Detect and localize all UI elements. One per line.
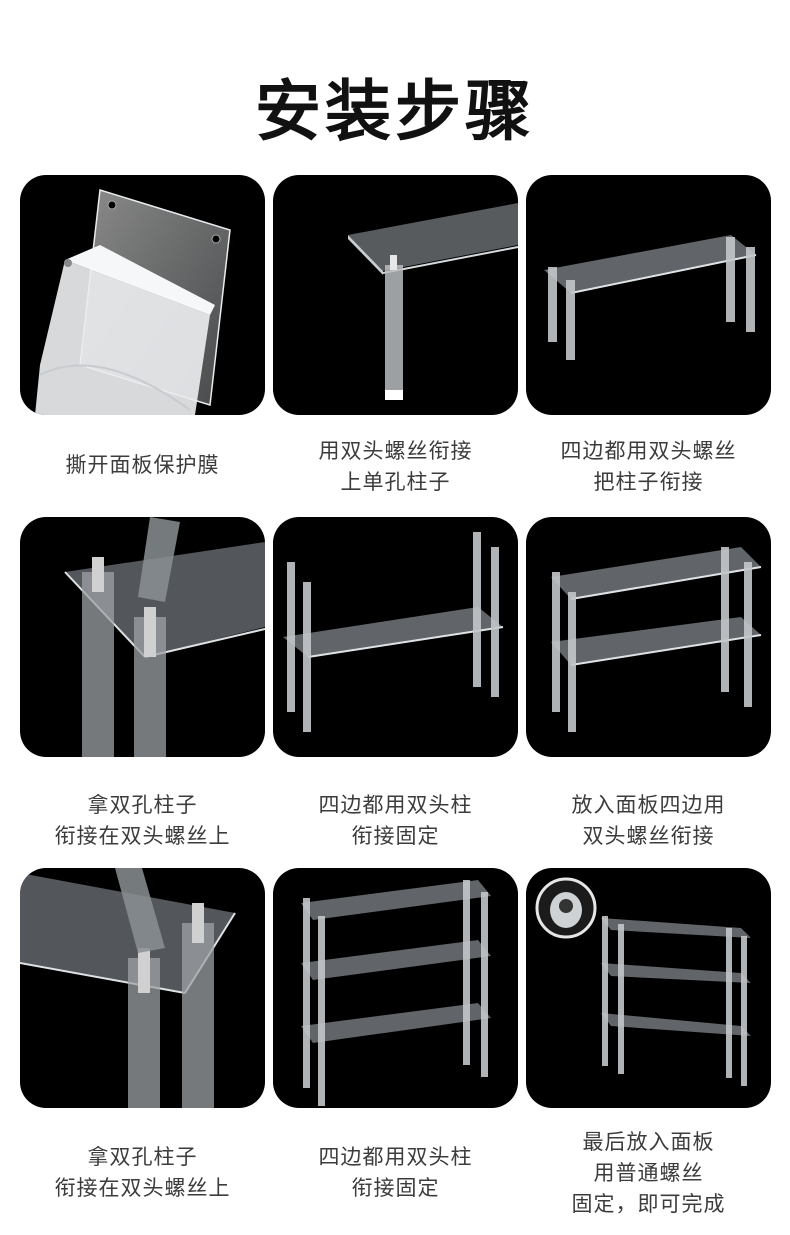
step-6-caption-line-2: 双头螺丝衔接: [582, 824, 715, 848]
step-9-caption-line-3: 固定，即可完成: [571, 1192, 726, 1216]
step-2-caption-line-1: 用双头螺丝衔接: [318, 439, 473, 463]
step-1-caption-line-1: 撕开面板保护膜: [65, 453, 220, 477]
step-5-image: [273, 517, 518, 757]
step-5-caption: 四边都用双头柱 衔接固定: [273, 790, 518, 852]
step-6-caption-line-1: 放入面板四边用: [571, 793, 726, 817]
step-5-caption-line-2: 衔接固定: [351, 824, 440, 848]
step-2-caption: 用双头螺丝衔接 上单孔柱子: [273, 436, 518, 498]
step-8-caption: 四边都用双头柱 衔接固定: [273, 1142, 518, 1204]
step-6-image: [526, 517, 771, 757]
step-3-caption-line-1: 四边都用双头螺丝: [560, 439, 737, 463]
step-8-caption-line-1: 四边都用双头柱: [318, 1145, 473, 1169]
step-8-image: [273, 868, 518, 1108]
step-2-image: [273, 175, 518, 415]
step-4-caption: 拿双孔柱子 衔接在双头螺丝上: [20, 790, 265, 852]
step-6-caption: 放入面板四边用 双头螺丝衔接: [526, 790, 771, 852]
step-7-caption-line-2: 衔接在双头螺丝上: [54, 1176, 231, 1200]
step-1-image: [20, 175, 265, 415]
step-9-caption: 最后放入面板 用普通螺丝 固定，即可完成: [526, 1127, 771, 1220]
step-7-caption-line-1: 拿双孔柱子: [87, 1145, 198, 1169]
page-title: 安装步骤: [255, 73, 535, 150]
step-4-image: [20, 517, 265, 757]
step-3-caption-line-2: 把柱子衔接: [593, 470, 704, 494]
step-4-caption-line-2: 衔接在双头螺丝上: [54, 824, 231, 848]
step-3-image: [526, 175, 771, 415]
step-2-caption-line-2: 上单孔柱子: [340, 470, 451, 494]
step-5-caption-line-1: 四边都用双头柱: [318, 793, 473, 817]
step-3-caption: 四边都用双头螺丝 把柱子衔接: [526, 436, 771, 498]
step-7-caption: 拿双孔柱子 衔接在双头螺丝上: [20, 1142, 265, 1204]
step-7-image: [20, 868, 265, 1108]
step-8-caption-line-2: 衔接固定: [351, 1176, 440, 1200]
step-1-caption: 撕开面板保护膜: [20, 450, 265, 481]
step-4-caption-line-1: 拿双孔柱子: [87, 793, 198, 817]
step-9-caption-line-2: 用普通螺丝: [593, 1161, 704, 1185]
step-9-caption-line-1: 最后放入面板: [582, 1130, 715, 1154]
step-9-image: [526, 868, 771, 1108]
